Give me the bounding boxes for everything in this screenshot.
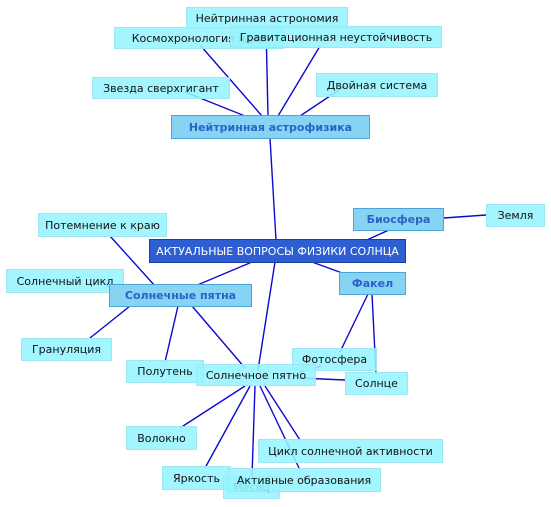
node-limb-darkening[interactable]: Потемнение к краю xyxy=(38,213,167,237)
node-biosphere[interactable]: Биосфера xyxy=(353,208,444,231)
link-na-grav-instability xyxy=(277,45,321,117)
link-root-sunspot xyxy=(257,261,276,371)
link-sunspots-granulation xyxy=(89,305,131,339)
link-sunspot-month xyxy=(251,385,256,477)
node-flare[interactable]: Факел xyxy=(339,272,406,295)
node-sunspots[interactable]: Солнечные пятна xyxy=(109,284,252,307)
node-granulation[interactable]: Грануляция xyxy=(21,338,112,361)
link-na-cosmochronology xyxy=(199,44,263,117)
node-supergiant[interactable]: Звезда сверхгигант xyxy=(92,77,230,99)
node-fiber[interactable]: Волокно xyxy=(126,426,197,450)
node-neutrino-astronomy[interactable]: Нейтринная астрономия xyxy=(186,7,348,29)
link-root-neutrino-astrophysics xyxy=(269,137,277,241)
node-brightness[interactable]: Яркость xyxy=(162,466,231,490)
node-root[interactable]: АКТУАЛЬНЫЕ ВОПРОСЫ ФИЗИКИ СОЛНЦА xyxy=(149,239,406,263)
node-sun[interactable]: Солнце xyxy=(345,372,408,395)
link-flare-photosphere xyxy=(339,293,369,353)
link-sunspots-sunspot xyxy=(191,305,246,369)
node-binary[interactable]: Двойная система xyxy=(316,73,438,97)
link-root-sunspots xyxy=(194,261,253,287)
link-sunspot-fiber xyxy=(179,385,246,429)
node-activity-cycle[interactable]: Цикл солнечной активности xyxy=(258,439,443,463)
link-sunspots-penumbra xyxy=(164,305,179,363)
node-earth[interactable]: Земля xyxy=(486,204,545,227)
link-sunspots-limb xyxy=(109,235,156,287)
link-sunspot-activity-cycle xyxy=(264,385,301,441)
link-sunspot-brightness xyxy=(204,385,251,469)
node-sunspot[interactable]: Солнечное пятно xyxy=(196,364,316,386)
node-neutrino-astrophysics[interactable]: Нейтринная астрофизика xyxy=(171,115,370,139)
node-active-formations[interactable]: Активные образования xyxy=(227,468,381,492)
node-penumbra[interactable]: Полутень xyxy=(126,360,204,383)
node-grav-instability[interactable]: Гравитационная неустойчивость xyxy=(230,26,442,48)
link-biosphere-earth xyxy=(443,214,487,219)
node-solar-cycle[interactable]: Солнечный цикл xyxy=(6,269,124,293)
